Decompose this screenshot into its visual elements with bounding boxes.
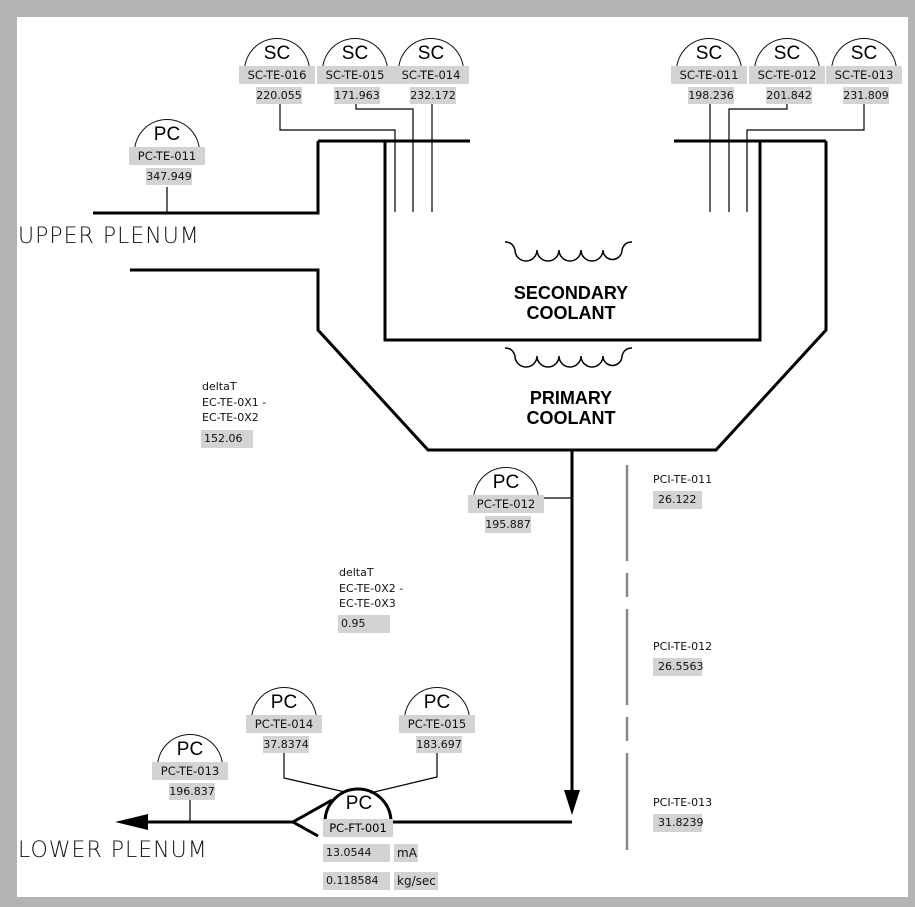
instrument-tag: SC-TE-014 (393, 66, 469, 84)
vessel (93, 139, 828, 838)
instrument-tag: SC-TE-016 (239, 66, 315, 84)
instrument-value: 231.809 (843, 87, 889, 104)
instrument-value: 232.172 (410, 87, 456, 104)
heat-exchanger-coil-icon (504, 241, 633, 368)
pci-te-012-value: 26.5563 (653, 658, 704, 676)
instrument-code: SC (341, 43, 369, 64)
pc-te-013-indicator[interactable]: PC PC-TE-013 196.837 (152, 734, 229, 806)
delta-t-line2: EC-TE-0X3 (339, 597, 396, 610)
instrument-tag: SC-TE-012 (749, 66, 825, 84)
instrument-tag: SC-TE-013 (826, 66, 902, 84)
pc-te-011-indicator[interactable]: PC PC-TE-011 347.949 (129, 119, 206, 191)
instrument-tag: SC-TE-015 (317, 66, 393, 84)
instrument-code: PC (153, 124, 181, 145)
instrument-code: SC (263, 43, 291, 64)
sc-te-015-indicator[interactable]: SC SC-TE-015 171.963 (317, 38, 394, 110)
instrument-tag: PC-TE-011 (129, 147, 205, 165)
delta-t-2-value: 0.95 (338, 615, 390, 633)
outlet-arrow-icon (564, 790, 580, 815)
flow-meter-current-unit: mA (394, 844, 418, 862)
flow-meter-flow-value: 0.118584 (323, 872, 390, 890)
lower-plenum-label: LOWER PLENUM (18, 838, 208, 863)
instrument-value: 347.949 (146, 168, 192, 185)
instrument-tag: PC-TE-012 (468, 495, 544, 513)
flow-meter-code: PC (345, 793, 373, 814)
outer-vessel-lower (130, 141, 828, 452)
sc-te-016-indicator[interactable]: SC SC-TE-016 220.055 (239, 38, 316, 110)
secondary-coolant-line1: SECONDARY (513, 283, 629, 303)
upper-plenum-label: UPPER PLENUM (18, 224, 200, 249)
instrument-code: PC (492, 472, 520, 493)
instrument-value: 183.697 (416, 736, 462, 753)
pump-arc (323, 787, 393, 823)
pc-te-014-indicator[interactable]: PC PC-TE-014 37.8374 (246, 687, 323, 759)
delta-t-1: deltaT EC-TE-0X1 - EC-TE-0X2 (202, 379, 266, 426)
instrument-tag: PC-TE-013 (152, 762, 228, 780)
instrument-code: SC (417, 43, 445, 64)
pump-symbol (289, 798, 333, 838)
secondary-coolant-label: SECONDARY COOLANT (491, 283, 651, 323)
sc-te-014-indicator[interactable]: SC SC-TE-014 232.172 (393, 38, 470, 110)
delta-t-2: deltaT EC-TE-0X2 - EC-TE-0X3 (339, 565, 403, 612)
instrument-value: 171.963 (334, 87, 380, 104)
instrument-code: SC (773, 43, 801, 64)
delta-t-title: deltaT (339, 566, 374, 579)
outer-vessel-wall (93, 141, 320, 215)
pci-te-011-value: 26.122 (653, 491, 702, 509)
instrument-value: 195.887 (485, 516, 531, 533)
instrument-tag: PC-TE-014 (246, 715, 322, 733)
flow-meter-current-value: 13.0544 (323, 844, 390, 862)
instrument-value: 198.236 (688, 87, 734, 104)
instrument-tag: PC-TE-015 (399, 715, 475, 733)
instrument-value: 201.842 (766, 87, 812, 104)
primary-coolant-line1: PRIMARY (529, 388, 613, 408)
instrument-value: 220.055 (256, 87, 302, 104)
instrument-value: 196.837 (169, 783, 215, 800)
flow-meter-tag[interactable]: PC-FT-001 (323, 819, 393, 837)
secondary-coolant-line2: COOLANT (526, 303, 616, 323)
sc-te-011-indicator[interactable]: SC SC-TE-011 198.236 (671, 38, 748, 110)
pci-te-013-label: PCI-TE-013 (653, 796, 713, 809)
delta-t-line1: EC-TE-0X2 - (339, 581, 404, 595)
instrument-code: PC (423, 692, 451, 713)
leader-lines (166, 104, 865, 822)
delta-t-line1: EC-TE-0X1 - (202, 395, 267, 409)
secondary-vessel (383, 141, 762, 342)
pci-te-012-label: PCI-TE-012 (653, 640, 713, 653)
instrument-code: SC (850, 43, 878, 64)
pc-te-012-indicator[interactable]: PC PC-TE-012 195.887 (468, 467, 545, 539)
flow-meter-flow-unit: kg/sec (394, 872, 438, 890)
instrument-code: PC (270, 692, 298, 713)
instrument-code: PC (176, 739, 204, 760)
delta-t-title: deltaT (202, 380, 237, 393)
instrument-code: SC (695, 43, 723, 64)
primary-coolant-line2: COOLANT (526, 408, 616, 428)
instrument-value: 37.8374 (263, 736, 309, 753)
delta-t-line2: EC-TE-0X2 (202, 411, 259, 424)
primary-coolant-label: PRIMARY COOLANT (491, 388, 651, 428)
pc-te-015-indicator[interactable]: PC PC-TE-015 183.697 (399, 687, 476, 759)
lower-plenum-arrow-icon (115, 814, 148, 830)
sc-te-012-indicator[interactable]: SC SC-TE-012 201.842 (749, 38, 826, 110)
sc-te-013-indicator[interactable]: SC SC-TE-013 231.809 (826, 38, 903, 110)
delta-t-1-value: 152.06 (201, 430, 253, 448)
instrument-tag: SC-TE-011 (671, 66, 747, 84)
pci-te-011-label: PCI-TE-011 (653, 473, 713, 486)
pci-te-013-value: 31.8239 (653, 814, 704, 832)
